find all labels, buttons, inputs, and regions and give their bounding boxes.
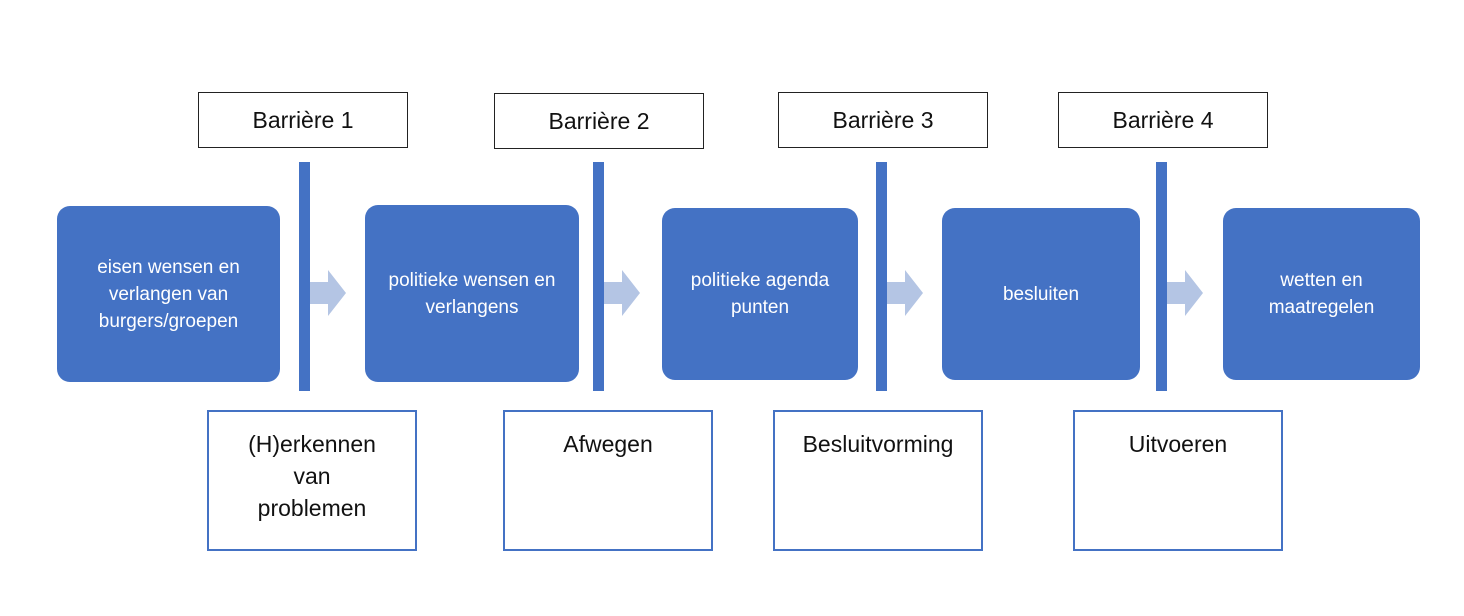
barrier-3-bar: [876, 162, 887, 391]
stage-political-agenda: politieke agenda punten: [662, 208, 858, 380]
phase-recognizing-problems: (H)erkennen van problemen: [207, 410, 417, 551]
arrow-3: [887, 270, 923, 316]
barrier-1-bar: [299, 162, 310, 391]
stage-decisions: besluiten: [942, 208, 1140, 380]
barrier-4-label: Barrière 4: [1058, 92, 1268, 148]
stage-laws-measures: wetten en maatregelen: [1223, 208, 1420, 380]
phase-decision-making: Besluitvorming: [773, 410, 983, 551]
arrow-2: [604, 270, 640, 316]
barrier-2-bar: [593, 162, 604, 391]
arrow-4: [1167, 270, 1203, 316]
barrier-1-label: Barrière 1: [198, 92, 408, 148]
barrier-2-label: Barrière 2: [494, 93, 704, 149]
barrier-3-label: Barrière 3: [778, 92, 988, 148]
stage-political-wishes: politieke wensen en verlangens: [365, 205, 579, 382]
barrier-4-bar: [1156, 162, 1167, 391]
phase-weighing: Afwegen: [503, 410, 713, 551]
phase-execution: Uitvoeren: [1073, 410, 1283, 551]
stage-demands: eisen wensen en verlangen van burgers/gr…: [57, 206, 280, 382]
arrow-1: [310, 270, 346, 316]
